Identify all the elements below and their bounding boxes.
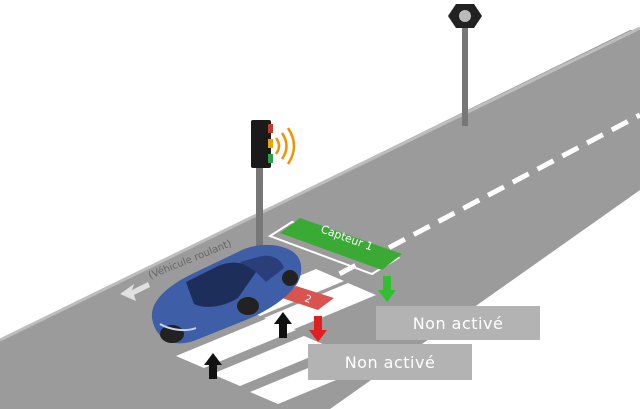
sensor2-status-box: Non activé <box>308 344 472 380</box>
sensor2-plate <box>282 286 334 310</box>
lane-marking <box>288 112 640 303</box>
traffic-light-icon <box>251 120 273 168</box>
sensor1-status-box: Non activé <box>376 306 540 340</box>
pole-camera-icon <box>448 4 482 28</box>
vehicle-direction-arrow <box>120 282 150 301</box>
traffic-light-pole <box>256 164 263 266</box>
sensor1-plate <box>280 218 402 270</box>
black-arrow-1 <box>274 312 292 338</box>
car-icon <box>151 244 302 344</box>
sensor1-status-text: Non activé <box>412 313 504 333</box>
sensor1-arrow <box>378 276 396 302</box>
road-edge <box>0 26 640 342</box>
sensor2-arrow <box>309 316 327 342</box>
sensor2-label: 2 <box>303 293 313 306</box>
camera-pole <box>462 26 468 126</box>
black-arrow-2 <box>204 353 222 379</box>
wireless-signal-icon <box>274 127 296 165</box>
sensor2-status-text: Non activé <box>344 352 436 372</box>
